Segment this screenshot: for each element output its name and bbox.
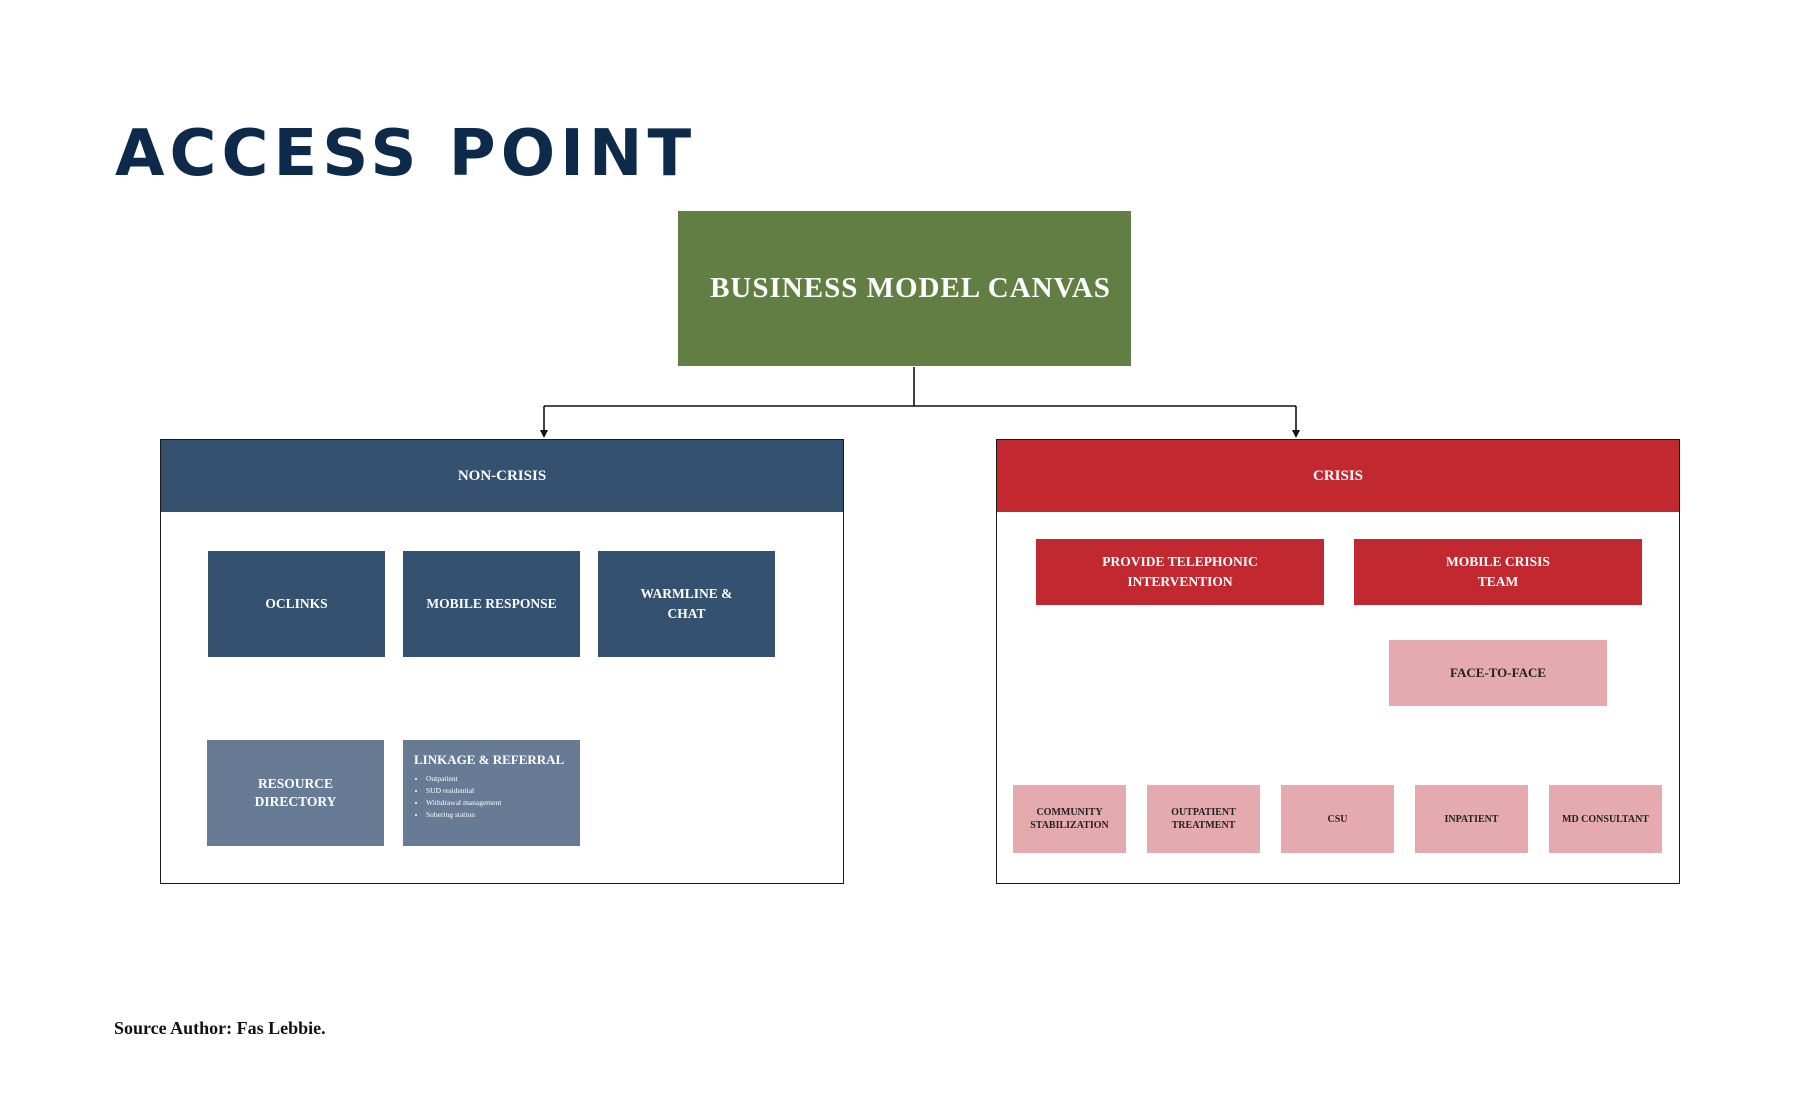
- mobile-response-node: MOBILE RESPONSE: [403, 551, 580, 657]
- page-title: ACCESS POINT: [115, 117, 697, 191]
- list-item: Withdrawal management: [426, 797, 501, 809]
- non-crisis-header: NON-CRISIS: [161, 440, 843, 512]
- root-node: BUSINESS MODEL CANVAS: [678, 211, 1131, 366]
- outcome-inpatient: INPATIENT: [1415, 785, 1528, 853]
- oclinks-node: OCLINKS: [208, 551, 385, 657]
- list-item: Outpatient: [426, 773, 501, 785]
- linkage-referral-node: LINKAGE & REFERRAL Outpatient SUD reside…: [403, 740, 580, 846]
- linkage-list: Outpatient SUD residential Withdrawal ma…: [414, 773, 501, 821]
- list-item: Sobering station: [426, 809, 501, 821]
- mobile-crisis-team-node: MOBILE CRISIS TEAM: [1354, 539, 1642, 605]
- outcome-csu: CSU: [1281, 785, 1394, 853]
- telephonic-intervention-node: PROVIDE TELEPHONIC INTERVENTION: [1036, 539, 1324, 605]
- resource-directory-node: RESOURCE DIRECTORY: [207, 740, 384, 846]
- outcome-md-consultant: MD CONSULTANT: [1549, 785, 1662, 853]
- non-crisis-panel: NON-CRISIS: [160, 439, 844, 884]
- outcome-outpatient-treatment: OUTPATIENT TREATMENT: [1147, 785, 1260, 853]
- source-credit: Source Author: Fas Lebbie.: [114, 1018, 326, 1038]
- face-to-face-node: FACE-TO-FACE: [1389, 640, 1607, 706]
- crisis-header: CRISIS: [997, 440, 1679, 512]
- warmline-chat-node: WARMLINE & CHAT: [598, 551, 775, 657]
- linkage-title: LINKAGE & REFERRAL: [414, 752, 565, 767]
- outcome-community-stabilization: COMMUNITY STABILIZATION: [1013, 785, 1126, 853]
- list-item: SUD residential: [426, 785, 501, 797]
